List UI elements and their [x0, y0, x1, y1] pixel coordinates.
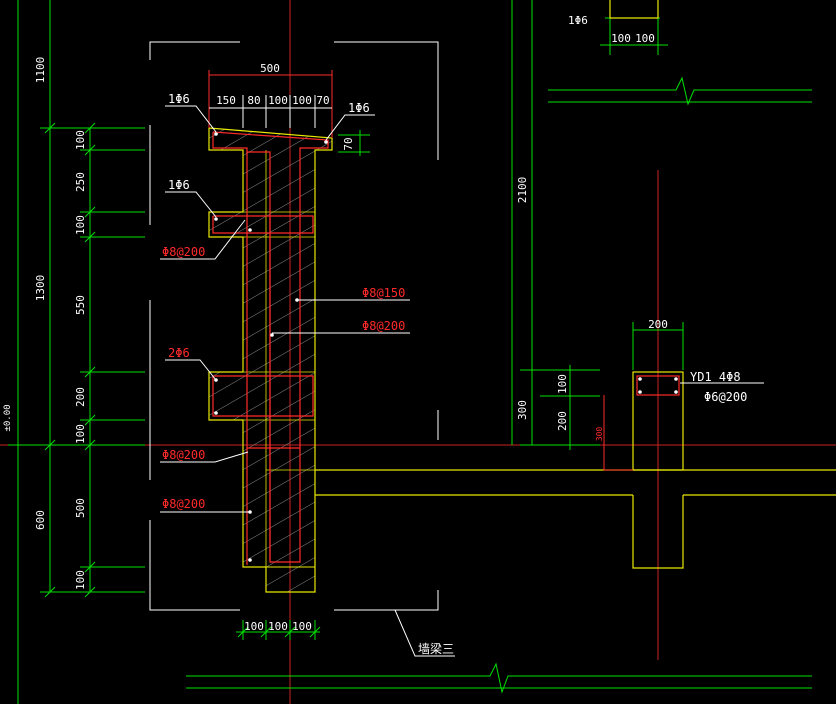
- label-vertical-200: Φ8@200: [362, 319, 405, 333]
- right-dim-300-red: 300: [595, 427, 604, 442]
- dim-bottom-100b: 100: [268, 620, 288, 633]
- dim-top-150: 150: [216, 94, 236, 107]
- top-dimension-segments: [209, 95, 332, 128]
- right-dim-300: 300: [516, 400, 529, 420]
- top-dimension-chain: [208, 70, 333, 138]
- dim-top-70: 70: [316, 94, 329, 107]
- dim-inner-500: 500: [74, 498, 87, 518]
- dim-top-100a: 100: [268, 94, 288, 107]
- label-stirrup-1: Φ8@200: [162, 245, 205, 259]
- dim-inner-100d: 100: [74, 570, 87, 590]
- dim-inner-100a: 100: [74, 130, 87, 150]
- label-two-phi6: 2Φ6: [168, 346, 190, 360]
- dim-600: 600: [34, 510, 47, 530]
- label-top-right-rebar: 1Φ6: [348, 101, 370, 115]
- rebar-lines: [212, 131, 329, 565]
- dim-bottom-100a: 100: [244, 620, 264, 633]
- dim-top-80: 80: [247, 94, 260, 107]
- dim-top-500: 500: [260, 62, 280, 75]
- right-detail-lines: [511, 0, 812, 450]
- leaders: [160, 105, 455, 657]
- right-70-dim: [338, 130, 370, 156]
- dim-1300: 1300: [34, 275, 47, 302]
- label-stirrup-3: Φ8@200: [162, 497, 205, 511]
- dim-inner-550: 550: [74, 295, 87, 315]
- right-dim-100: 100: [556, 374, 569, 394]
- right-dim-2100: 2100: [516, 177, 529, 204]
- right-detail-yellow: [609, 0, 684, 569]
- right-detail-rebar: [603, 375, 764, 471]
- right-dim-200: 200: [556, 411, 569, 431]
- dim-top-100b: 100: [292, 94, 312, 107]
- right-top-dim-a: 100: [611, 32, 631, 45]
- dim-elevation: ±0.00: [3, 404, 13, 431]
- left-dimension-chain: [8, 0, 145, 704]
- floor-lines: [315, 469, 836, 496]
- yd-label: YD1 4Φ8: [690, 370, 741, 384]
- bottom-break-lines: [186, 662, 812, 694]
- label-vertical-150: Φ8@150: [362, 286, 405, 300]
- label-stirrup-2: Φ8@200: [162, 448, 205, 462]
- bottom-dimension-chain: [236, 620, 321, 640]
- label-top-left-rebar: 1Φ6: [168, 92, 190, 106]
- dim-inner-250: 250: [74, 172, 87, 192]
- dim-right-70: 70: [342, 137, 355, 150]
- dim-bottom-100c: 100: [292, 620, 312, 633]
- right-width-200: 200: [648, 318, 668, 331]
- right-top-dim-b: 100: [635, 32, 655, 45]
- right-top-label: 1Φ6: [568, 14, 588, 27]
- section-label: 墙梁三: [418, 641, 454, 656]
- dim-inner-200: 200: [74, 387, 87, 407]
- label-mid-left-rebar: 1Φ6: [168, 178, 190, 192]
- dim-1100: 1100: [34, 57, 47, 84]
- yd-stirrup: Φ6@200: [704, 390, 747, 404]
- dim-inner-100c: 100: [74, 424, 87, 444]
- section-frame: [149, 41, 439, 611]
- dim-inner-100b: 100: [74, 215, 87, 235]
